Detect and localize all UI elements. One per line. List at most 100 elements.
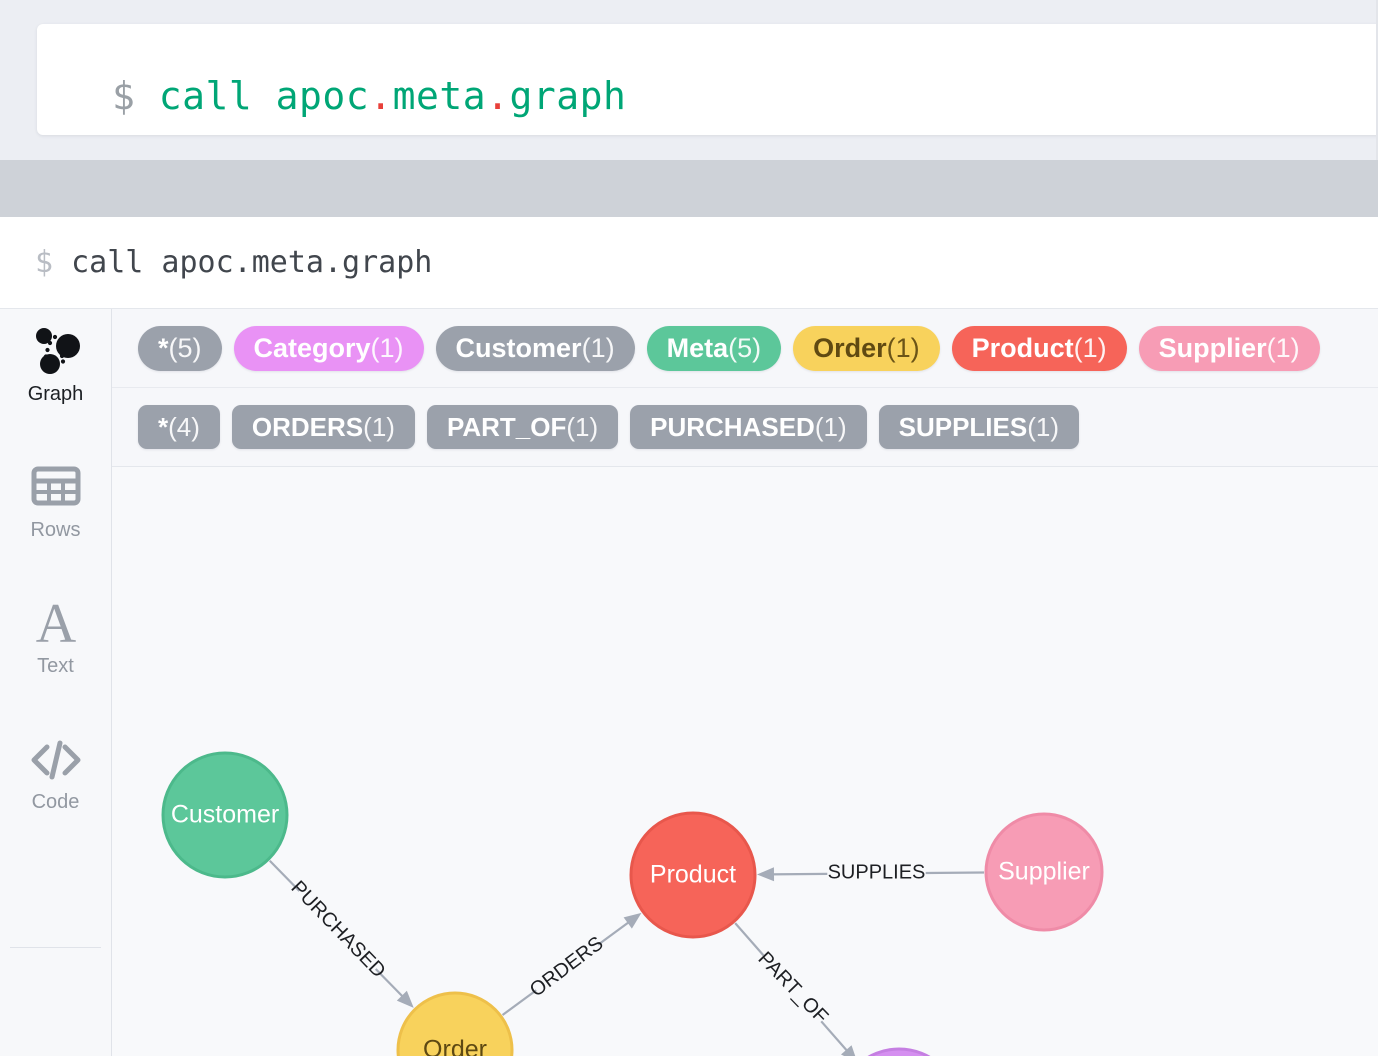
- node-circle-customer[interactable]: [161, 751, 289, 879]
- legend-zone: *(5)Category(1)Customer(1)Meta(5)Order(1…: [112, 309, 1378, 467]
- node-label-pill-label: Order: [813, 332, 887, 363]
- edge-line-end-part_of: [820, 1020, 851, 1055]
- node-label-pill-count: (1): [1073, 332, 1107, 363]
- rel-type-pill-count: (4): [168, 412, 200, 442]
- rel-type-pill-count: (1): [814, 412, 847, 442]
- graph-node-order[interactable]: Order: [396, 991, 514, 1056]
- edge-line-start-purchased: [268, 859, 301, 892]
- node-label-pill-count: (5): [168, 332, 202, 363]
- sidebar-item-graph[interactable]: Graph: [0, 323, 111, 406]
- relationship-type-legend: *(4)ORDERS(1)PART_OF(1)PURCHASED(1)SUPPL…: [112, 388, 1378, 467]
- node-label-pill-all[interactable]: *(5): [138, 325, 222, 371]
- rel-type-pill-label: *: [158, 412, 169, 442]
- edge-label-purchased: PURCHASED: [287, 877, 390, 983]
- edge-label-supplies: SUPPLIES: [828, 862, 926, 884]
- sidebar-item-rows[interactable]: Rows: [0, 459, 111, 542]
- rel-type-pill-count: (1): [566, 412, 599, 442]
- node-circle-supplier[interactable]: [984, 812, 1104, 932]
- node-label-pill-label: Category: [253, 332, 371, 363]
- rel-type-pill-purchased[interactable]: PURCHASED(1): [630, 405, 867, 449]
- node-label-pill-customer[interactable]: Customer(1): [435, 325, 635, 371]
- result-command-text: call apoc.meta.graph: [71, 245, 433, 280]
- sidebar-divider: [10, 947, 101, 948]
- graph-node-product[interactable]: Product: [629, 811, 757, 939]
- code-brackets-icon: [0, 731, 111, 789]
- result-command-line: $ call apoc.meta.graph: [35, 245, 432, 280]
- node-circle-order[interactable]: [396, 991, 514, 1056]
- edge-arrowhead-part_of: [841, 1045, 858, 1056]
- rel-type-pill-supplies[interactable]: SUPPLIES(1): [878, 405, 1079, 449]
- edge-arrowhead-purchased: [396, 990, 414, 1008]
- editor-token-teal: graph: [509, 74, 627, 118]
- graph-svg: PURCHASED ORDERS SUPPLIES PART_OF CustomerOr…: [161, 751, 1104, 1056]
- node-label-pill-label: Meta: [666, 332, 729, 363]
- edge-line-start-orders: [501, 989, 537, 1016]
- edge-arrowhead-orders: [623, 912, 642, 929]
- sidebar-item-text[interactable]: A Text: [0, 593, 111, 678]
- edge-line-end-orders: [597, 919, 633, 946]
- panel-gap: [0, 160, 1378, 217]
- edge-line-start-part_of: [734, 922, 765, 957]
- graph-node-category[interactable]: Category: [838, 1047, 960, 1056]
- sidebar-item-code-label: Code: [31, 791, 80, 813]
- graph-edge-orders[interactable]: ORDERS: [501, 907, 646, 1016]
- sidebar-item-graph-label: Graph: [27, 383, 84, 405]
- node-circle-product[interactable]: [629, 811, 757, 939]
- node-label-pill-label: Product: [971, 332, 1074, 363]
- editor-query-text: call apoc.meta.graph: [159, 74, 627, 118]
- node-label-pill-product[interactable]: Product(1): [951, 325, 1127, 371]
- graph-icon: [0, 323, 111, 381]
- sidebar-item-text-label: Text: [37, 655, 74, 677]
- rel-type-pill-label: ORDERS: [251, 412, 364, 442]
- edge-arrowhead-supplies: [756, 867, 775, 882]
- table-icon: [0, 459, 111, 517]
- graph-node-supplier[interactable]: Supplier: [984, 812, 1104, 932]
- node-label-pill-count: (1): [370, 332, 404, 363]
- graph-edge-supplies[interactable]: SUPPLIES: [756, 862, 985, 884]
- edge-label-orders: ORDERS: [526, 932, 608, 1001]
- node-label-pill-count: (1): [581, 332, 615, 363]
- node-label-pill-count: (1): [886, 332, 920, 363]
- editor-token-teal: meta: [392, 74, 487, 118]
- node-label-legend: *(5)Category(1)Customer(1)Meta(5)Order(1…: [112, 309, 1378, 388]
- editor-token-teal: call apoc: [158, 74, 370, 118]
- rel-type-pill-label: PURCHASED: [650, 412, 815, 442]
- node-label-pill-order[interactable]: Order(1): [793, 325, 940, 371]
- editor-token-dot: .: [486, 74, 510, 118]
- node-label-pill-label: *: [158, 332, 169, 363]
- node-label-pill-category[interactable]: Category(1): [233, 325, 424, 371]
- rel-type-pill-part_of[interactable]: PART_OF(1): [426, 405, 619, 449]
- node-circle-category[interactable]: [838, 1047, 960, 1056]
- graph-edge-part_of[interactable]: PART_OF: [734, 922, 863, 1056]
- query-editor-card[interactable]: $ call apoc.meta.graph: [37, 24, 1378, 135]
- rel-type-pill-orders[interactable]: ORDERS(1): [231, 405, 415, 449]
- node-label-pill-count: (5): [728, 332, 762, 363]
- text-a-icon: A: [0, 593, 111, 655]
- node-label-pill-supplier[interactable]: Supplier(1): [1138, 325, 1320, 371]
- rel-type-pill-label: SUPPLIES: [898, 412, 1028, 442]
- editor-right-edge: [1376, 0, 1378, 160]
- sidebar-item-rows-label: Rows: [30, 519, 81, 541]
- view-mode-sidebar: Graph Rows A Text: [0, 309, 112, 1056]
- svg-text:A: A: [35, 595, 76, 653]
- editor-token-dot: .: [369, 74, 393, 118]
- editor-query-line[interactable]: $ call apoc.meta.graph: [112, 74, 626, 118]
- result-header: $ call apoc.meta.graph: [0, 217, 1378, 309]
- editor-strip: $ call apoc.meta.graph: [0, 0, 1378, 160]
- edge-label-part_of: PART_OF: [754, 948, 833, 1028]
- result-frame: $ call apoc.meta.graph Graph: [0, 217, 1378, 1056]
- editor-prompt-symbol: $: [112, 74, 136, 118]
- edge-line-end-purchased: [374, 968, 407, 1001]
- graph-edge-purchased[interactable]: PURCHASED: [268, 859, 419, 1013]
- graph-node-customer[interactable]: Customer: [161, 751, 289, 879]
- rel-type-pill-count: (1): [363, 412, 395, 442]
- node-label-pill-meta[interactable]: Meta(5): [646, 325, 782, 371]
- sidebar-item-code[interactable]: Code: [0, 731, 111, 814]
- node-label-pill-label: Customer: [455, 332, 582, 363]
- rel-type-pill-label: PART_OF: [446, 412, 567, 442]
- rel-type-pill-count: (1): [1027, 412, 1059, 442]
- rel-type-pill-all[interactable]: *(4): [138, 405, 220, 449]
- node-label-pill-label: Supplier: [1158, 332, 1267, 363]
- result-prompt-symbol: $: [35, 245, 54, 280]
